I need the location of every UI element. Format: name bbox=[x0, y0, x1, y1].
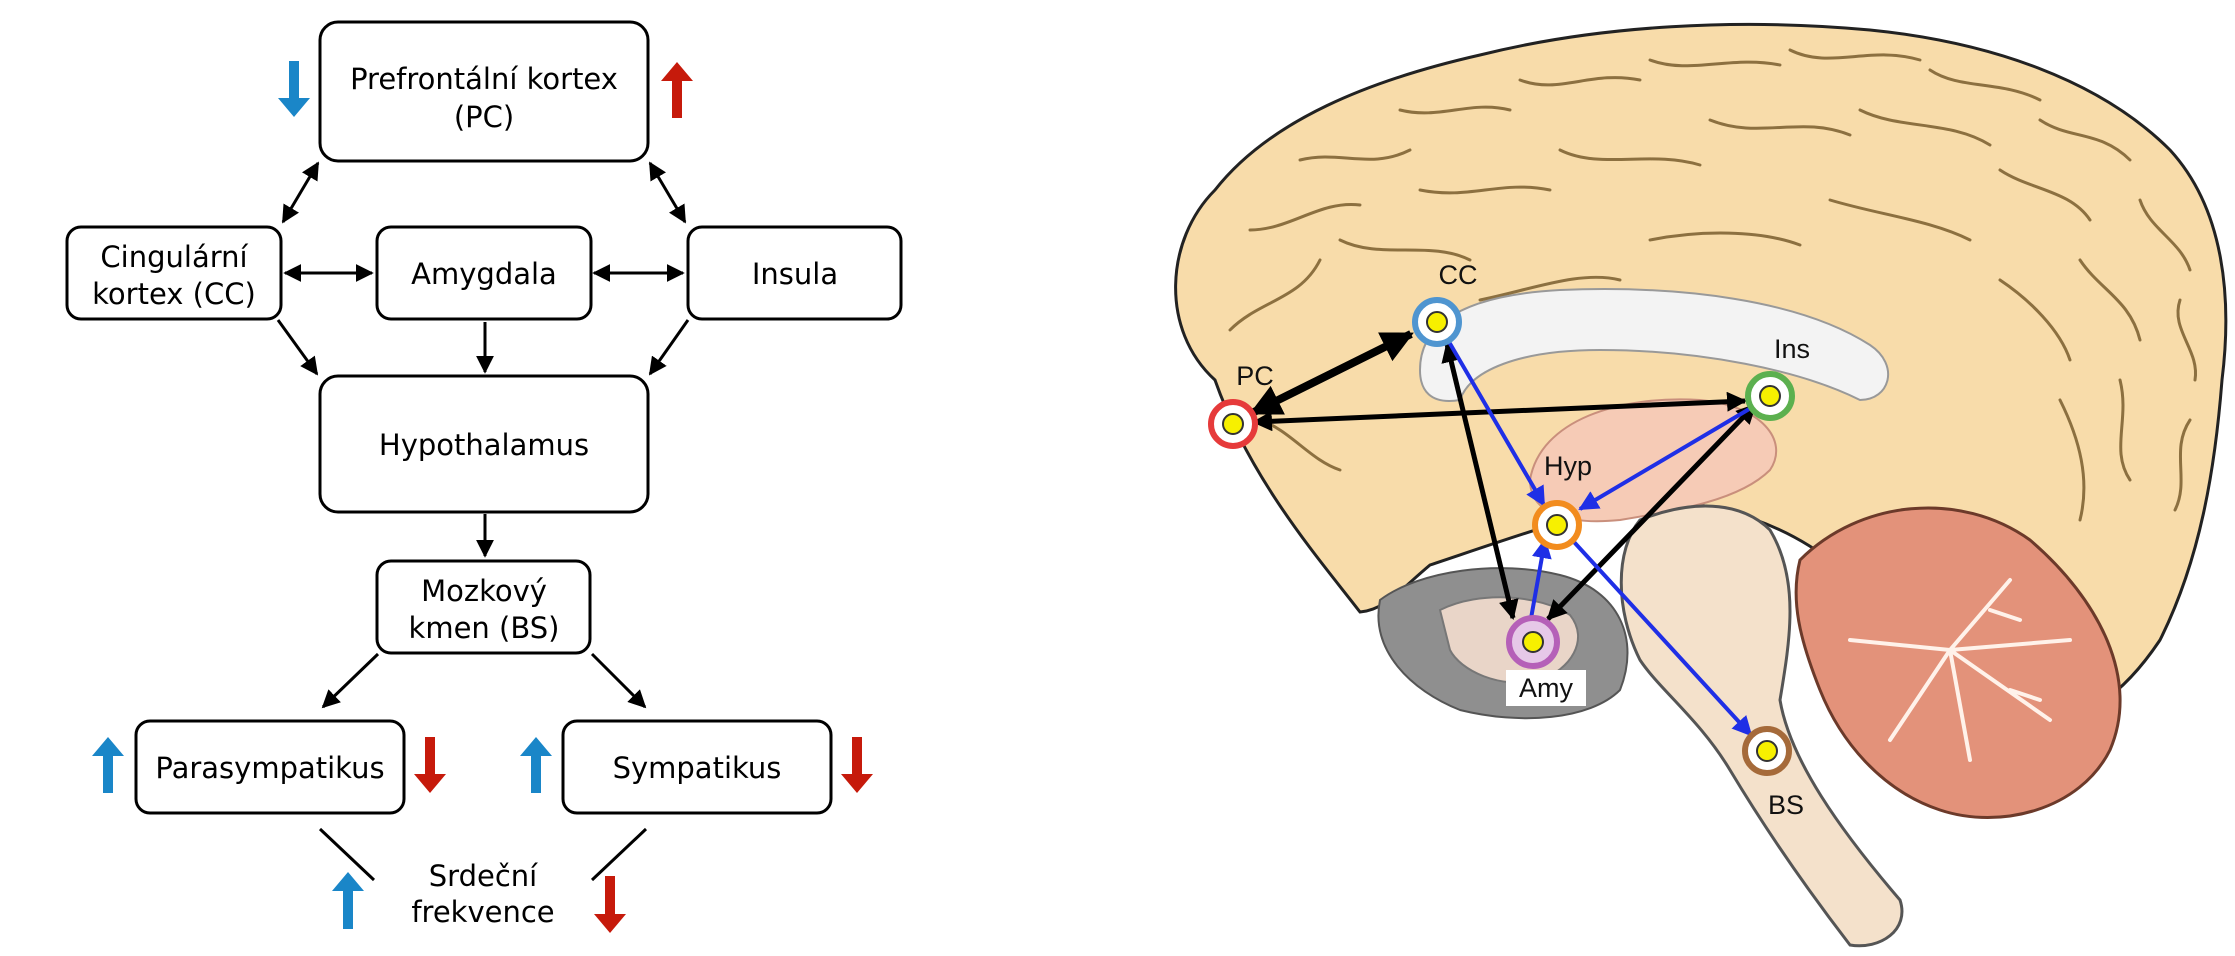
path-cc-hyp bbox=[1443, 333, 1546, 507]
path-ins-amy bbox=[1546, 403, 1757, 621]
flowchart-connectors bbox=[276, 161, 690, 882]
label-bs: BS bbox=[1768, 790, 1804, 820]
box-hypothalamus: Hypothalamus bbox=[318, 374, 650, 514]
box-prefrontal-cortex: Prefrontální kortex (PC) bbox=[318, 20, 650, 163]
brain-illustration: PC CC Ins Hyp Amy BS bbox=[1174, 22, 2228, 948]
arrow-cc-hypothalamus bbox=[276, 319, 319, 376]
label-parasympathetic: Parasympatikus bbox=[155, 751, 384, 785]
node-cc bbox=[1412, 297, 1462, 347]
label-heart-rate-line2: frekvence bbox=[411, 895, 554, 929]
brain-connections-blue bbox=[1443, 333, 1758, 737]
up-arrow-icon bbox=[92, 737, 124, 793]
arrow-insula-hypothalamus bbox=[648, 319, 690, 376]
label-hypothalamus: Hypothalamus bbox=[379, 428, 589, 462]
label-ins: Ins bbox=[1774, 334, 1810, 364]
label-cingulate-line2: kortex (CC) bbox=[92, 277, 256, 311]
cerebellum bbox=[1794, 506, 2122, 819]
up-arrow-icon bbox=[520, 737, 552, 793]
down-arrow-icon bbox=[414, 737, 446, 793]
down-arrow-icon bbox=[594, 876, 626, 933]
path-hyp-bs bbox=[1572, 540, 1753, 737]
box-parasympathetic: Parasympatikus bbox=[134, 719, 406, 815]
label-amygdala: Amygdala bbox=[411, 257, 557, 291]
box-sympathetic: Sympatikus bbox=[561, 719, 833, 815]
sulci bbox=[1228, 48, 2198, 522]
node-ins bbox=[1745, 371, 1795, 421]
path-cc-amy bbox=[1441, 342, 1519, 620]
arrow-pc-cc bbox=[281, 161, 320, 224]
node-pc bbox=[1208, 399, 1258, 449]
brain-connections-black bbox=[1249, 330, 1757, 621]
arrow-pc-insula bbox=[648, 161, 687, 224]
label-brainstem-line1: Mozkový bbox=[421, 574, 547, 608]
node-hyp bbox=[1532, 500, 1582, 550]
box-brainstem: Mozkový kmen (BS) bbox=[375, 559, 592, 655]
label-cc: CC bbox=[1439, 260, 1478, 290]
label-amy: Amy bbox=[1519, 673, 1574, 703]
up-arrow-icon bbox=[661, 62, 693, 118]
node-amy bbox=[1506, 615, 1560, 669]
label-sympathetic: Sympatikus bbox=[613, 751, 782, 785]
up-arrow-icon bbox=[332, 872, 364, 929]
label-cingulate-line1: Cingulární bbox=[100, 240, 248, 274]
label-hyp: Hyp bbox=[1544, 451, 1592, 481]
down-arrow-icon bbox=[841, 737, 873, 793]
arrow-brainstem-parasympathetic bbox=[321, 652, 380, 709]
label-prefrontal-line2: (PC) bbox=[454, 100, 514, 134]
cerebellum-folia bbox=[1848, 578, 2072, 762]
label-pc: PC bbox=[1236, 361, 1274, 391]
label-heart-rate-line1: Srdeční bbox=[429, 859, 538, 893]
line-parasympathetic-heart bbox=[318, 827, 376, 882]
arrow-brainstem-sympathetic bbox=[590, 652, 647, 709]
line-sympathetic-heart bbox=[590, 827, 648, 882]
flowchart: Prefrontální kortex (PC) Cingulární kort… bbox=[65, 20, 903, 933]
path-ins-hyp bbox=[1578, 403, 1758, 511]
label-prefrontal-line1: Prefrontální kortex bbox=[350, 62, 618, 96]
label-brainstem-line2: kmen (BS) bbox=[409, 611, 560, 645]
indicator-arrows bbox=[92, 61, 873, 933]
node-bs bbox=[1742, 726, 1792, 776]
box-insula: Insula bbox=[686, 225, 903, 321]
box-amygdala: Amygdala bbox=[375, 225, 593, 321]
box-cingulate-cortex: Cingulární kortex (CC) bbox=[65, 225, 283, 321]
label-insula: Insula bbox=[752, 257, 838, 291]
label-amy-background bbox=[1506, 670, 1586, 706]
heart-rate-label: Srdeční frekvence bbox=[411, 859, 554, 929]
down-arrow-icon bbox=[278, 61, 310, 117]
path-amy-hyp bbox=[1528, 538, 1552, 625]
